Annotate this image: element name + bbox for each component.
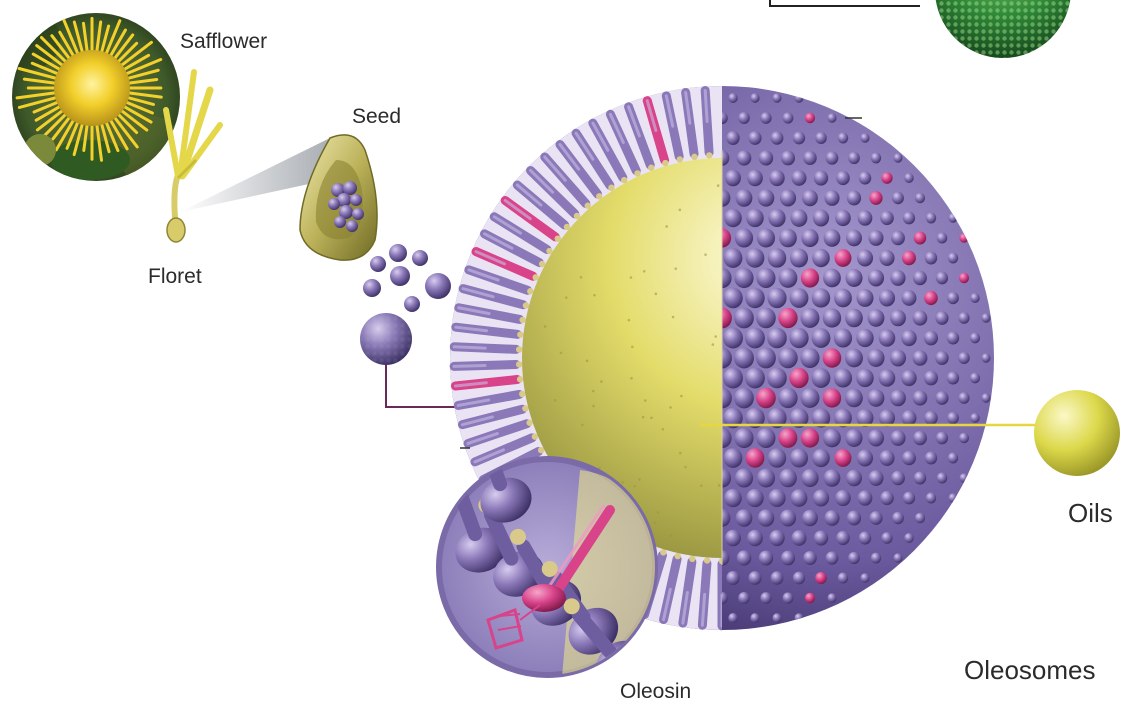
safflower-flower-photo-icon: [0, 10, 184, 184]
oleosin-label: Oleosin: [620, 680, 691, 704]
floret-label: Floret: [148, 265, 202, 289]
oleosomes-label: Oleosomes: [964, 655, 1096, 686]
oils-label: Oils: [1068, 498, 1113, 529]
seed-label: Seed: [352, 105, 401, 129]
oleosin-particle-icon: [360, 313, 458, 407]
oleosome-beads: [363, 244, 451, 312]
green-sphere-icon: [770, 0, 1075, 60]
safflower-label: Safflower: [180, 30, 267, 54]
